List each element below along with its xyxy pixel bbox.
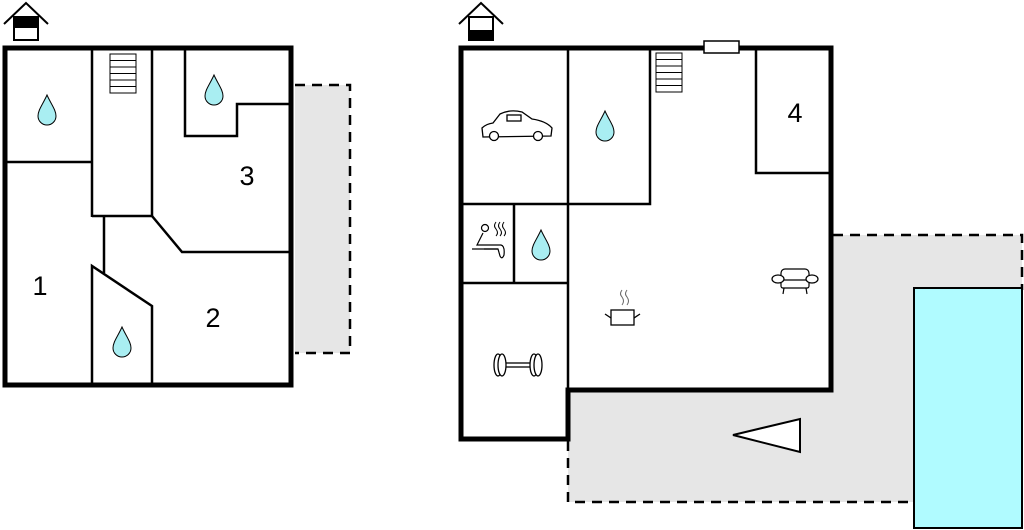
sofa-icon — [771, 268, 819, 295]
outer-wall — [458, 45, 834, 442]
terrace — [295, 85, 350, 353]
lower-floor-plan: 4 — [458, 1, 1024, 529]
house-icon — [458, 1, 504, 41]
stairs-icon — [109, 53, 137, 94]
car-icon — [481, 110, 553, 142]
terrace-dashed-border — [833, 233, 1024, 290]
dumbbell-icon — [493, 353, 543, 377]
room-label-1: 1 — [32, 271, 47, 301]
ground-floor-plan: 1 2 3 — [2, 1, 352, 388]
interior-walls — [5, 48, 291, 385]
room-label-3: 3 — [239, 161, 254, 191]
interior-walls — [461, 48, 831, 439]
stairs-icon — [655, 52, 683, 93]
pool — [913, 287, 1023, 529]
cooking-pot-icon — [604, 289, 641, 326]
terrace-dashed-border — [295, 83, 352, 355]
terrace-dashed-border — [566, 441, 914, 504]
direction-arrow-icon — [732, 417, 801, 454]
house-icon — [3, 1, 49, 41]
window-icon — [703, 40, 740, 54]
sauna-icon — [472, 221, 506, 259]
room-label-2: 2 — [205, 303, 220, 333]
room-label-4: 4 — [787, 98, 802, 128]
